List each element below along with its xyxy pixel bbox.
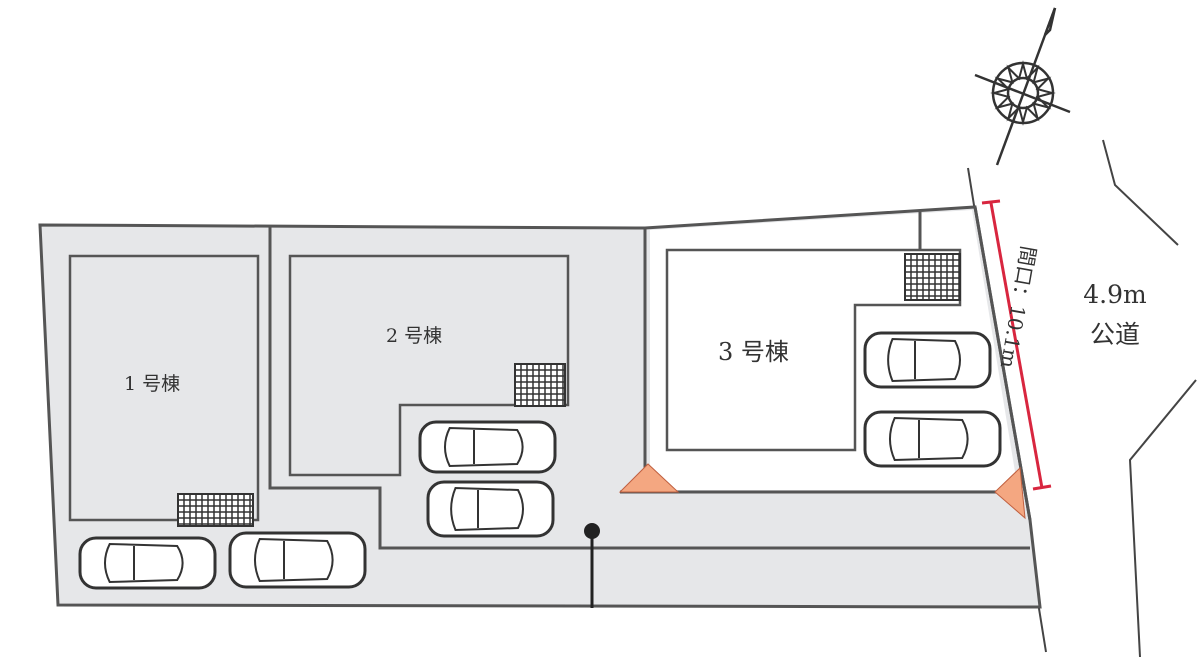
- meter-boxes: [177, 253, 961, 527]
- parking-cars: [78, 331, 1002, 590]
- corner-cut-2: [994, 466, 1026, 520]
- meter-box-icon: [177, 493, 254, 527]
- road-type: 公道: [1090, 320, 1140, 349]
- frontage-dimension-line: [981, 199, 1052, 491]
- corner-cut-1: [618, 463, 680, 493]
- building-3-label: 3 号棟: [718, 338, 789, 366]
- lot-dividers: [268, 206, 1032, 550]
- car-icon: [863, 331, 992, 389]
- car-icon: [228, 531, 367, 589]
- house-1: [68, 254, 260, 522]
- building-1-label: 1 号棟: [124, 373, 180, 395]
- houses: [68, 248, 962, 522]
- car-icon: [418, 420, 557, 474]
- compass-north-icon: [974, 7, 1071, 166]
- meter-box-icon: [904, 253, 961, 301]
- meter-box-icon: [514, 363, 566, 407]
- road-width: 4.9m: [1083, 280, 1147, 309]
- house-2: [288, 254, 570, 477]
- car-icon: [426, 480, 555, 538]
- building-2-label: 2 号棟: [386, 325, 442, 347]
- house-3: [665, 248, 962, 452]
- car-icon: [863, 410, 1002, 468]
- car-icon: [78, 536, 217, 590]
